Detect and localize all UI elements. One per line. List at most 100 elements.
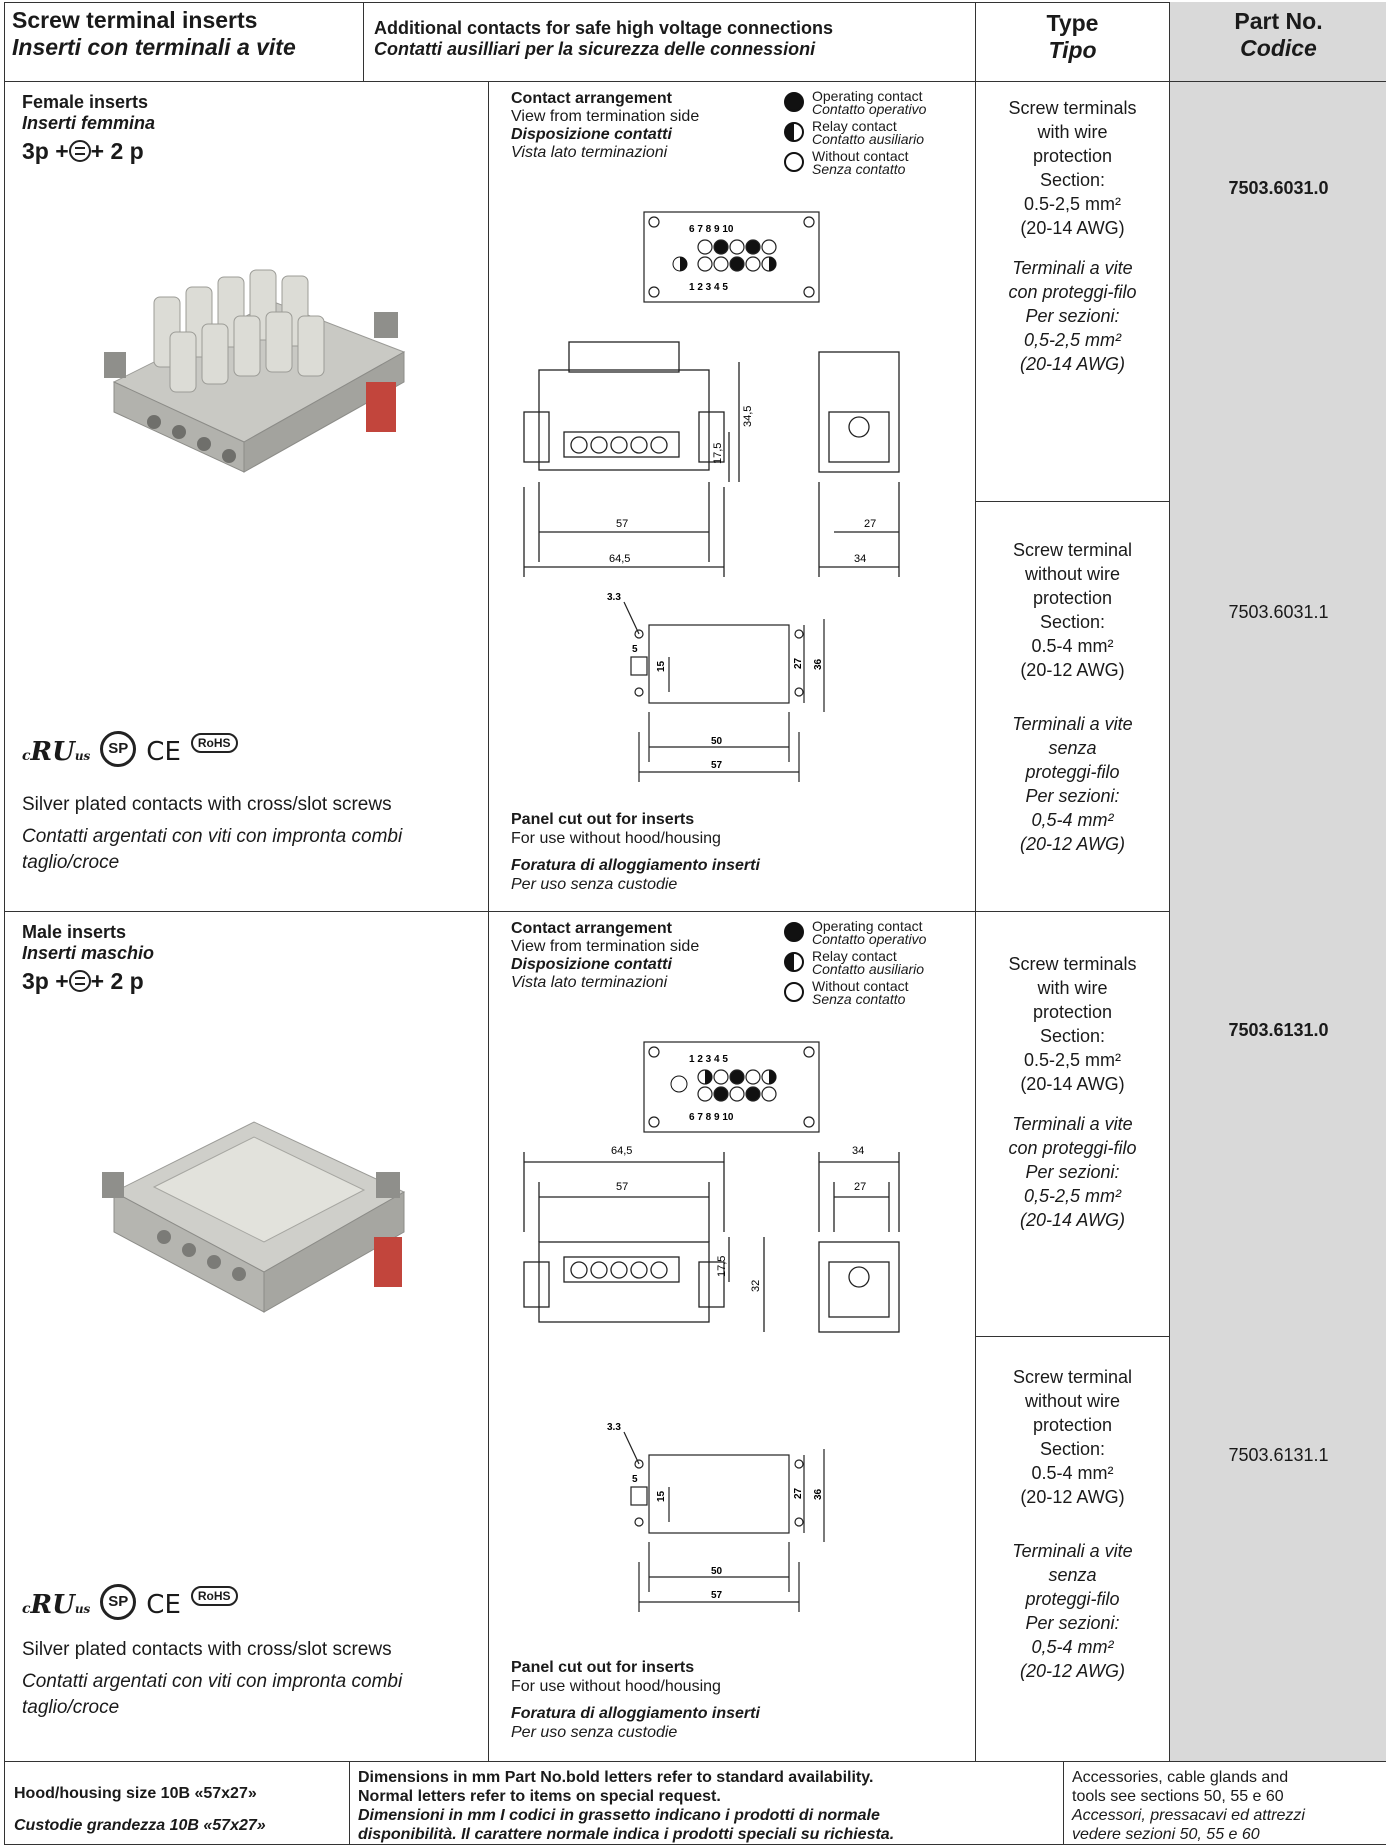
earth-icon (68, 140, 91, 162)
part-number-male-special: 7503.6131.1 (1228, 1444, 1329, 1465)
rohs-mark: RoHS (190, 733, 238, 753)
cut-dim-1: 3.3 (607, 1422, 621, 1433)
header-part: Part No. Codice (1170, 2, 1386, 82)
female-drawings: Contact arrangement View from terminatio… (489, 82, 976, 912)
ul-mark: cRUus (22, 1590, 91, 1620)
contact-arrangement-text: Contact arrangement View from terminatio… (511, 90, 700, 161)
part-female-1-cell: 7503.6031.1 (1170, 582, 1386, 642)
type-heading-en: Type (1046, 10, 1099, 36)
hood-size-it: Custodie grandezza 10B «57x27» (14, 1817, 266, 1834)
type-male-1: Screw terminal without wire protection S… (976, 1337, 1170, 1762)
cut-dim-7: 57 (711, 1590, 723, 1601)
female-poles: 3p ++ 2 p (22, 138, 144, 164)
title-en: Screw terminal inserts (12, 7, 258, 33)
dim-6: 27 (854, 1181, 866, 1193)
csa-mark: SP (100, 1584, 137, 1620)
part-heading-it: Codice (1240, 35, 1317, 61)
type-female-1: Screw terminal without wire protection S… (976, 502, 1170, 912)
operating-contact-icon (784, 92, 804, 112)
cut-dim-4: 27 (793, 657, 804, 669)
dimensions-note-cell: Dimensions in mm Part No.bold letters re… (350, 1762, 1064, 1845)
cut-dim-6: 50 (711, 736, 723, 747)
dim-4: 34,5 (742, 406, 754, 427)
earth-icon (68, 970, 91, 992)
male-inserts-section: Male inserts Inserti maschio 3p ++ 2 p c… (4, 912, 489, 1762)
title-it: Inserti con terminali a vite (12, 34, 296, 60)
panel-cutout-text: Panel cut out for inserts For use withou… (511, 811, 760, 893)
ce-mark: CE (146, 737, 181, 767)
without-contact-icon (784, 152, 804, 172)
header-type: Type Tipo (976, 2, 1170, 82)
dim-6: 34 (854, 553, 866, 565)
hood-size-cell: Hood/housing size 10B «57x27» Custodie g… (4, 1762, 350, 1845)
dim-5: 27 (864, 518, 876, 530)
dim-2: 64,5 (609, 553, 630, 565)
dim-4: 32 (750, 1280, 762, 1292)
contact-arrangement-text: Contact arrangement View from terminatio… (511, 920, 700, 991)
female-name-en: Female inserts (22, 92, 149, 112)
accessories-note-cell: Accessories, cable glands and tools see … (1072, 1769, 1305, 1843)
cut-dim-5: 36 (813, 658, 824, 670)
panel-cutout-text: Panel cut out for inserts For use withou… (511, 1659, 760, 1741)
male-drawings: Contact arrangement View from terminatio… (489, 912, 976, 1762)
part-female-0-cell: 7503.6031.0 (1170, 82, 1386, 992)
ul-mark: cRUus (22, 737, 91, 767)
cut-dim-2: 5 (632, 644, 638, 655)
dim-3: 17,5 (716, 1256, 728, 1277)
cut-dim-7: 57 (711, 760, 723, 771)
hood-size-en: Hood/housing size 10B «57x27» (14, 1785, 257, 1802)
part-male-0-cell: 7503.6131.0 (1170, 912, 1386, 1762)
male-name-it: Inserti maschio (22, 943, 155, 963)
cut-dim-4: 27 (793, 1487, 804, 1499)
female-inserts-section: Female inserts Inserti femmina 3p ++ 2 p (4, 82, 489, 912)
male-technical-drawing: 1 2 3 4 5 6 7 8 9 10 (523, 1041, 900, 1612)
dim-1: 64,5 (611, 1145, 632, 1157)
cut-dim-5: 36 (813, 1488, 824, 1500)
ce-mark: CE (146, 1590, 181, 1620)
female-name-it: Inserti femmina (22, 113, 156, 133)
part-male-1-cell: 7503.6131.1 (1170, 1425, 1386, 1485)
type-heading-it: Tipo (1048, 37, 1097, 63)
female-top-numbers: 6 7 8 9 10 (689, 224, 734, 235)
female-bottom-numbers: 1 2 3 4 5 (689, 282, 728, 293)
relay-contact-icon (784, 952, 804, 972)
cut-dim-3: 15 (656, 660, 667, 672)
male-poles: 3p ++ 2 p (22, 968, 144, 994)
female-contacts-note: Silver plated contacts with cross/slot s… (22, 794, 403, 873)
cut-dim-3: 15 (656, 1490, 667, 1502)
table-frame (4, 2, 1386, 1845)
rohs-mark: RoHS (190, 1586, 238, 1606)
dim-5: 34 (852, 1145, 864, 1157)
female-technical-drawing: 6 7 8 9 10 1 2 3 4 5 (523, 211, 900, 782)
part-number-female-special: 7503.6031.1 (1228, 601, 1329, 622)
additional-en: Additional contacts for safe high voltag… (374, 18, 834, 38)
csa-mark: SP (100, 731, 137, 767)
part-number-female-standard: 7503.6031.0 (1228, 178, 1329, 198)
certification-marks: cRUus SP CE RoHS (22, 727, 238, 767)
operating-contact-icon (784, 922, 804, 942)
male-contacts-note: Silver plated contacts with cross/slot s… (22, 1639, 403, 1718)
certification-marks: cRUus SP CE RoHS (22, 1580, 238, 1620)
male-insert-photo (102, 1121, 406, 1313)
cut-dim-2: 5 (632, 1474, 638, 1485)
type-male-0: Screw terminals with wire protection Sec… (976, 912, 1170, 1337)
cut-dim-1: 3.3 (607, 592, 621, 603)
male-name-en: Male inserts (22, 922, 127, 942)
female-insert-photo (104, 269, 406, 473)
dim-3: 17,5 (712, 443, 724, 464)
type-female-0: Screw terminals with wire protection Sec… (976, 82, 1170, 502)
male-top-numbers: 1 2 3 4 5 (689, 1054, 728, 1065)
relay-contact-icon (784, 122, 804, 142)
cut-dim-6: 50 (711, 1566, 723, 1577)
datasheet-page: Screw terminal inserts Inserti con termi… (4, 2, 1386, 1845)
header-additional: Additional contacts for safe high voltag… (364, 2, 976, 82)
part-heading-en: Part No. (1234, 8, 1323, 34)
dim-1: 57 (616, 518, 628, 530)
additional-it: Contatti ausilliari per la sicurezza del… (374, 39, 816, 59)
header-title: Screw terminal inserts Inserti con termi… (4, 2, 364, 82)
part-number-male-standard: 7503.6131.0 (1228, 1020, 1329, 1040)
dim-2: 57 (616, 1181, 628, 1193)
male-bottom-numbers: 6 7 8 9 10 (689, 1112, 734, 1123)
